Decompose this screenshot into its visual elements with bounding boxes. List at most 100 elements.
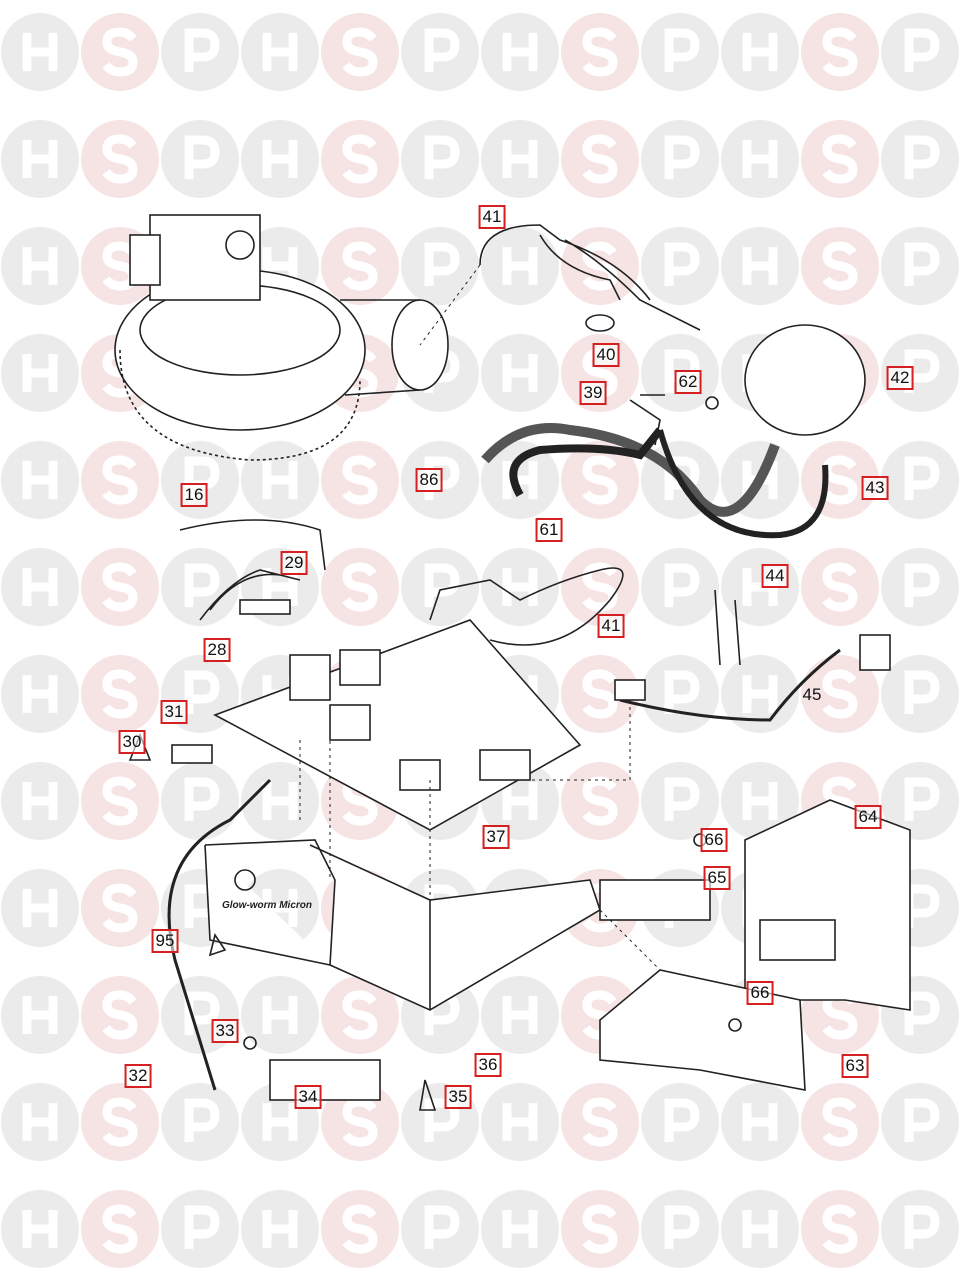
watermark-letter-s-shape [582, 134, 618, 184]
part-callout-40[interactable]: 40 [592, 343, 620, 367]
watermark-circle-s [81, 976, 159, 1054]
watermark-circle-s [81, 120, 159, 198]
watermark-circle-h [481, 227, 559, 305]
watermark-circle-p [401, 548, 479, 626]
watermark-letter-s-shape [342, 27, 378, 77]
watermark-letter-p-shape [904, 349, 940, 393]
watermark-letter-s-shape [822, 669, 858, 719]
watermark-circle-h [1, 1083, 79, 1161]
watermark-letter-h-shape [22, 996, 58, 1034]
watermark-letter-p-shape [664, 1098, 700, 1142]
watermark-circle-h [1, 334, 79, 412]
part-callout-63[interactable]: 63 [841, 1054, 869, 1078]
watermark-letter-h-shape [502, 1103, 538, 1141]
clip-35 [419, 1079, 437, 1111]
watermark-circle-p [881, 334, 959, 412]
part-callout-62[interactable]: 62 [674, 370, 702, 394]
part-callout-64[interactable]: 64 [854, 805, 882, 829]
watermark-letter-p-shape [184, 670, 220, 714]
part-callout-43[interactable]: 43 [861, 476, 889, 500]
part-callout-16[interactable]: 16 [180, 483, 208, 507]
watermark-circle-p [641, 1190, 719, 1268]
watermark-circle-h [1, 1190, 79, 1268]
watermark-letter-p-shape [664, 28, 700, 72]
watermark-letter-s-shape [582, 241, 618, 291]
watermark-circle-s [321, 13, 399, 91]
part-callout-35[interactable]: 35 [444, 1085, 472, 1109]
part-callout-66[interactable]: 66 [700, 828, 728, 852]
watermark-letter-h-shape [502, 568, 538, 606]
watermark-letter-h-shape [262, 140, 298, 178]
watermark-circle-s [321, 227, 399, 305]
watermark-letter-p-shape [184, 135, 220, 179]
watermark-circle-s [321, 441, 399, 519]
watermark-circle-s [81, 1190, 159, 1268]
title-plate: Glow-worm Micron [222, 900, 312, 911]
watermark-letter-s-shape [102, 562, 138, 612]
part-callout-39[interactable]: 39 [579, 381, 607, 405]
watermark-circle-h [481, 1190, 559, 1268]
watermark-letter-h-shape [22, 33, 58, 71]
watermark-letter-p-shape [664, 135, 700, 179]
watermark-letter-p-shape [424, 135, 460, 179]
watermark-letter-h-shape [502, 33, 538, 71]
part-callout-65[interactable]: 65 [703, 866, 731, 890]
watermark-letter-h-shape [22, 568, 58, 606]
watermark-circle-h [721, 762, 799, 840]
screw-62 [705, 396, 719, 410]
thermostat [585, 314, 615, 332]
watermark-circle-p [161, 13, 239, 91]
watermark-letter-s-shape [582, 1204, 618, 1254]
watermark-letter-p-shape [664, 777, 700, 821]
watermark-circle-h [481, 548, 559, 626]
watermark-circle-p [161, 548, 239, 626]
watermark-circle-p [881, 548, 959, 626]
watermark-letter-s-shape [342, 1097, 378, 1147]
clip-95 [208, 933, 227, 957]
part-callout-34[interactable]: 34 [294, 1085, 322, 1109]
part-callout-28[interactable]: 28 [203, 638, 231, 662]
watermark-letter-h-shape [22, 782, 58, 820]
watermark-circle-p [881, 120, 959, 198]
watermark-circle-s [321, 976, 399, 1054]
watermark-letter-s-shape [582, 27, 618, 77]
watermark-letter-s-shape [102, 883, 138, 933]
watermark-letter-s-shape [822, 27, 858, 77]
harness-41 [429, 567, 624, 646]
watermark-circle-s [561, 1083, 639, 1161]
part-callout-61[interactable]: 61 [535, 518, 563, 542]
part-callout-66[interactable]: 66 [746, 981, 774, 1005]
watermark-letter-h-shape [22, 461, 58, 499]
part-callout-29[interactable]: 29 [280, 551, 308, 575]
part-callout-41[interactable]: 41 [478, 205, 506, 229]
part-callout-86[interactable]: 86 [415, 468, 443, 492]
watermark-circle-s [561, 762, 639, 840]
watermark-letter-s-shape [102, 27, 138, 77]
part-callout-32[interactable]: 32 [124, 1064, 152, 1088]
watermark-circle-p [641, 120, 719, 198]
part-callout-33[interactable]: 33 [211, 1019, 239, 1043]
watermark-letter-h-shape [502, 1210, 538, 1248]
watermark-circle-p [881, 655, 959, 733]
electrode [714, 589, 741, 666]
part-callout-41[interactable]: 41 [597, 614, 625, 638]
part-callout-37[interactable]: 37 [482, 825, 510, 849]
watermark-letter-h-shape [262, 461, 298, 499]
watermark-circle-p [881, 1190, 959, 1268]
part-callout-44[interactable]: 44 [761, 564, 789, 588]
part-callout-36[interactable]: 36 [474, 1053, 502, 1077]
watermark-letter-s-shape [582, 455, 618, 505]
watermark-circle-p [641, 655, 719, 733]
watermark-letter-h-shape [22, 354, 58, 392]
part-callout-45[interactable]: 45 [802, 685, 822, 704]
watermark-letter-h-shape [22, 1210, 58, 1248]
watermark-letter-p-shape [664, 242, 700, 286]
watermark-circle-s [81, 869, 159, 947]
part-callout-30[interactable]: 30 [118, 730, 146, 754]
part-callout-42[interactable]: 42 [886, 366, 914, 390]
pressure-switch [744, 324, 866, 436]
watermark-circle-p [401, 227, 479, 305]
part-callout-31[interactable]: 31 [160, 700, 188, 724]
part-callout-95[interactable]: 95 [151, 929, 179, 953]
